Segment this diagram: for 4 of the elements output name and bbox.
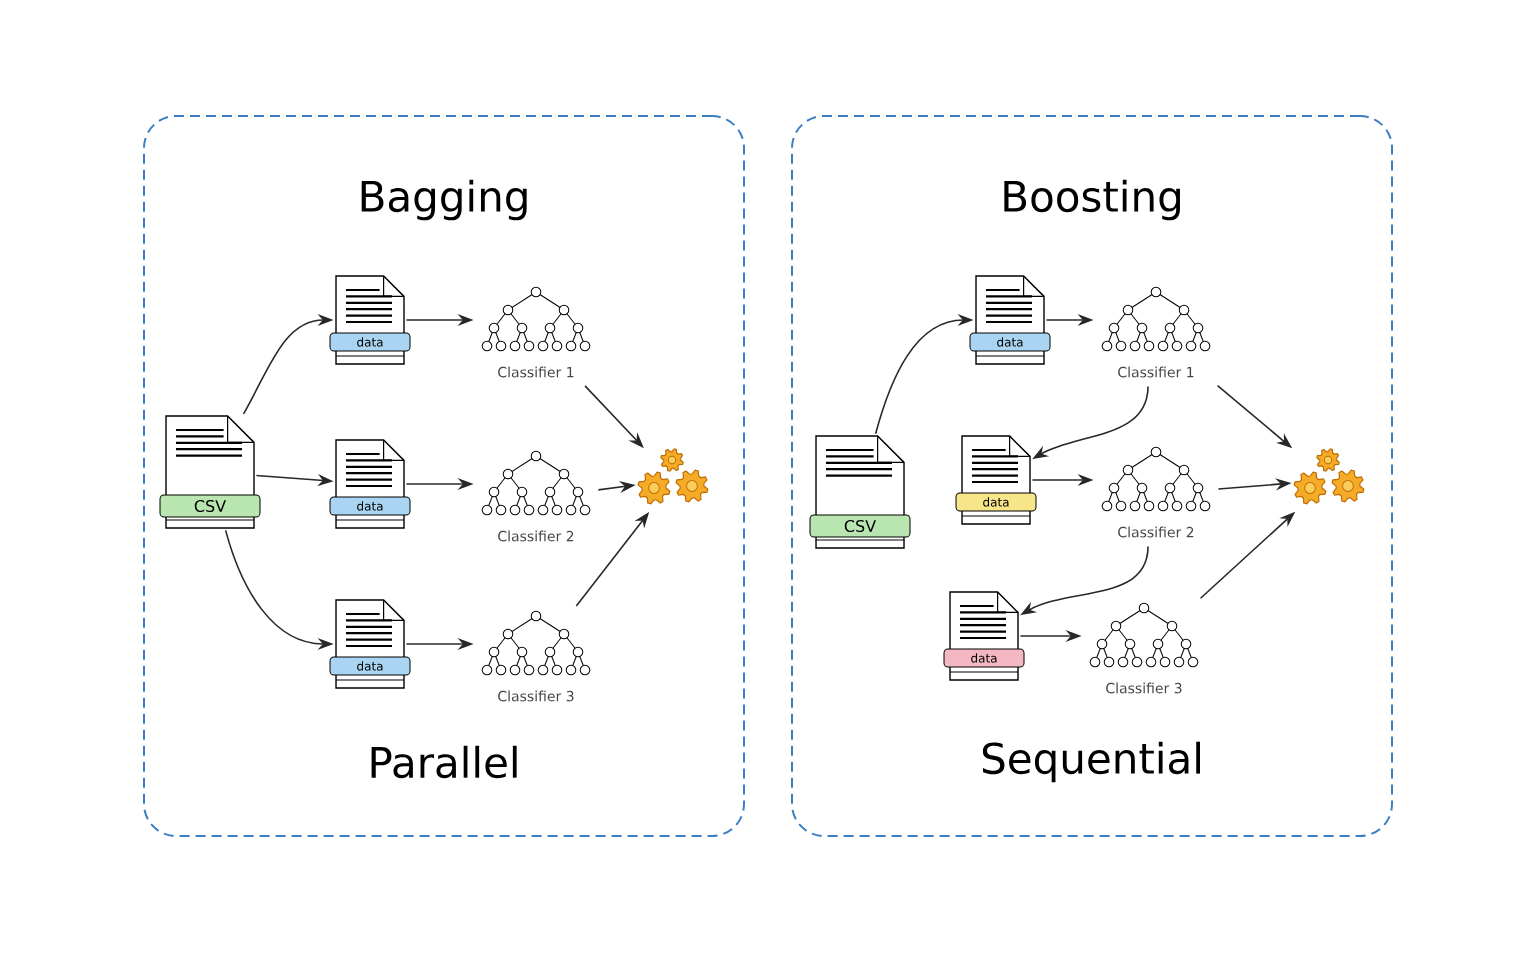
gears-icon — [637, 448, 709, 505]
gears-icon — [1293, 448, 1365, 505]
file-tag: CSV — [159, 494, 261, 518]
file-tag: CSV — [809, 514, 911, 538]
